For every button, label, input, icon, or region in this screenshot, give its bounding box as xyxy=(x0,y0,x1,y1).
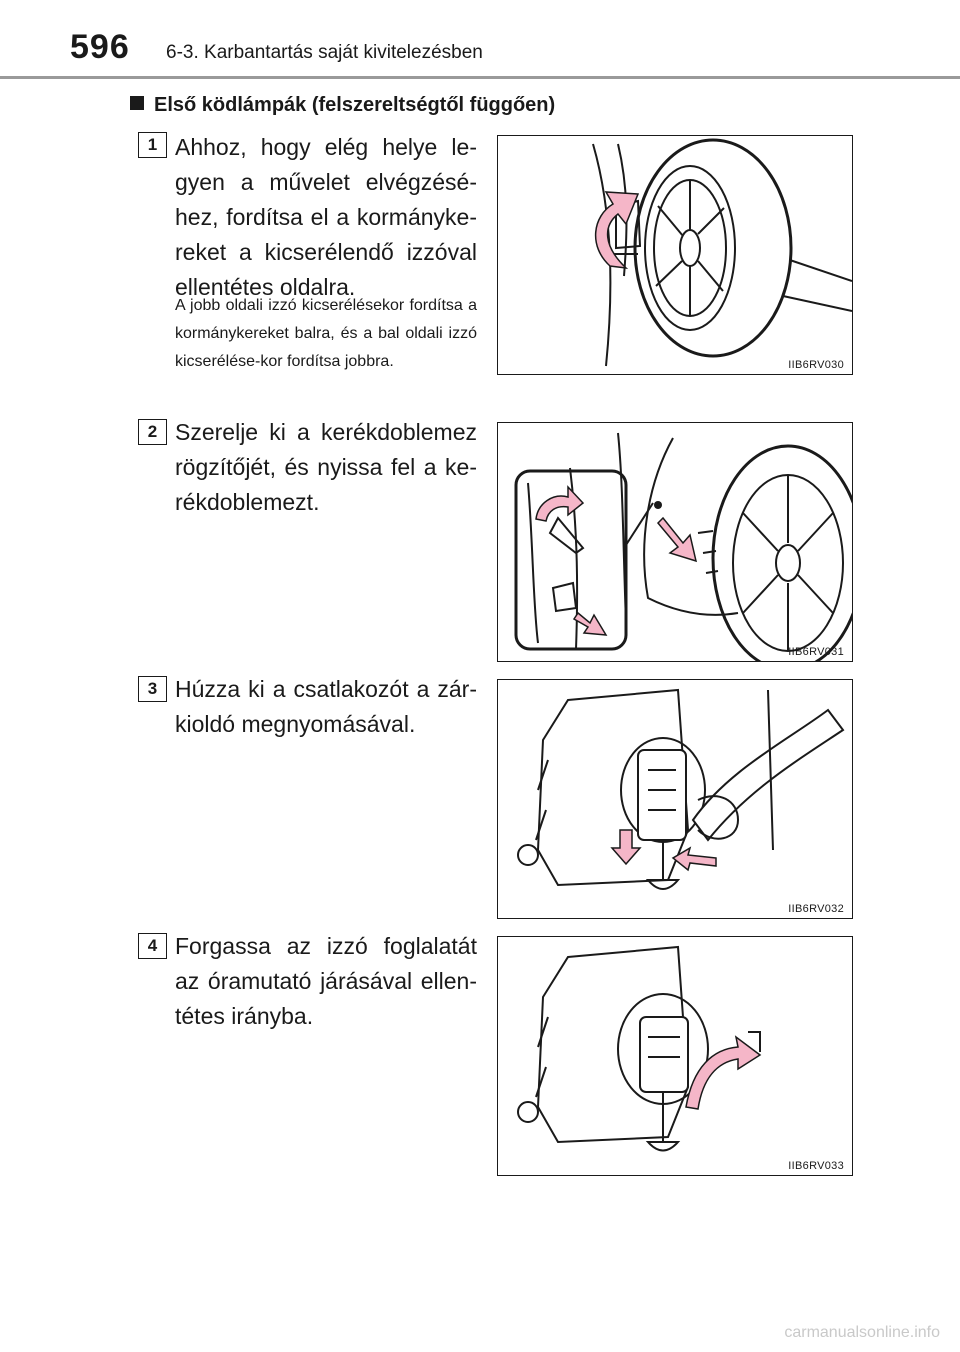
section-heading: Első ködlámpák (felszereltségtől függően… xyxy=(130,94,555,117)
rotate-counterclockwise-arrow-icon xyxy=(685,1035,762,1110)
figure-code: IIB6RV031 xyxy=(788,646,844,658)
step-3-text: Húzza ki a csatlakozót a zár-kioldó megn… xyxy=(175,676,477,737)
socket-illustration xyxy=(517,945,762,1152)
page-header: 596 6-3. Karbantartás saját kivitelezésb… xyxy=(0,0,960,79)
square-bullet-icon xyxy=(130,96,144,110)
wheel-illustration xyxy=(592,138,852,367)
figure-bulb-socket-rotation: IIB6RV033 xyxy=(497,936,853,1176)
liner-illustration xyxy=(514,432,852,661)
step-number-1: 1 xyxy=(138,132,167,158)
chapter-title: 6-3. Karbantartás saját kivitelezésben xyxy=(166,42,483,63)
step-1-text: Ahhoz, hogy elég helye le-gyen a művelet… xyxy=(175,134,477,300)
step-4-text: Forgassa az izzó foglalatát az óramutató… xyxy=(175,933,477,1029)
figure-front-wheel-turned: IIB6RV030 xyxy=(497,135,853,375)
pull-arrow-icon xyxy=(572,611,608,636)
step-1-note: A jobb oldali izzó kicserélésekor fordít… xyxy=(175,297,477,370)
watermark: carmanualsonline.info xyxy=(784,1324,940,1341)
figure-connector-release: IIB6RV032 xyxy=(497,679,853,919)
connector-illustration xyxy=(517,688,845,890)
figure-wheel-well-liner: IIB6RV031 xyxy=(497,422,853,662)
header-divider xyxy=(0,76,960,79)
figure-code: IIB6RV033 xyxy=(788,1160,844,1172)
step-number-2: 2 xyxy=(138,419,167,445)
step-number-4: 4 xyxy=(138,933,167,959)
figure-code: IIB6RV032 xyxy=(788,903,844,915)
step-number-3: 3 xyxy=(138,676,167,702)
step-2-text: Szerelje ki a kerékdoblemez rögzítőjét, … xyxy=(175,419,477,515)
page-number: 596 xyxy=(70,28,130,66)
curved-arrow-icon xyxy=(595,191,640,270)
open-arrow-icon xyxy=(656,516,698,563)
press-arrow-icon xyxy=(671,846,717,872)
section-heading-text: Első ködlámpák (felszereltségtől függően… xyxy=(154,94,556,116)
down-arrow-icon xyxy=(610,829,642,866)
rotate-arrow-icon xyxy=(535,485,585,522)
figure-code: IIB6RV030 xyxy=(788,359,844,371)
